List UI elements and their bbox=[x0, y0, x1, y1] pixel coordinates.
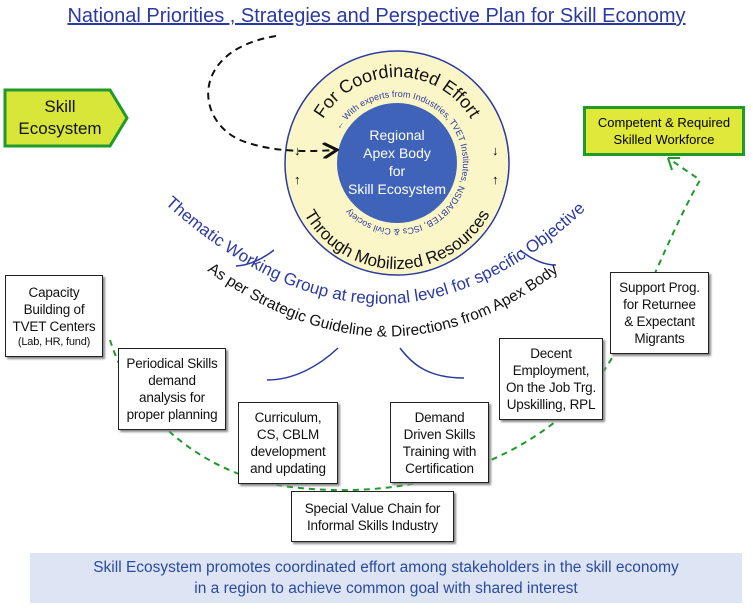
apex-line2: Apex Body bbox=[363, 145, 431, 161]
box-support-program: Support Prog. for Returnee & Expectant M… bbox=[610, 272, 709, 354]
box-capacity-text: Capacity Building of TVET Centers bbox=[12, 284, 96, 334]
box-capacity-building: Capacity Building of TVET Centers (Lab, … bbox=[5, 275, 103, 357]
arrow-up-icon: ↑ bbox=[492, 172, 499, 187]
box-capacity-subtext: (Lab, HR, fund) bbox=[17, 335, 91, 348]
apex-line4: Skill Ecosystem bbox=[348, 181, 446, 197]
apex-body-circle bbox=[337, 103, 457, 223]
arrow-up-icon: ↑ bbox=[294, 172, 301, 187]
skill-ecosystem-arrow bbox=[3, 88, 129, 148]
box-periodical: Periodical Skills demand analysis for pr… bbox=[118, 348, 226, 430]
connector-curve bbox=[266, 347, 339, 381]
apex-line1: Regional bbox=[369, 127, 424, 143]
page-title: National Priorities , Strategies and Per… bbox=[67, 5, 686, 27]
connector-curve bbox=[399, 347, 465, 379]
arrow-down-icon: ↓ bbox=[294, 143, 301, 158]
arrow-head-icon bbox=[667, 157, 680, 171]
outcome-box: Competent & Required Skilled Workforce bbox=[583, 106, 745, 156]
connector-curve bbox=[235, 249, 275, 267]
box-demand-driven: Demand Driven Skills Training with Certi… bbox=[390, 402, 489, 483]
connector-curve bbox=[519, 249, 557, 266]
box-decent-employment: Decent Employment, On the Job Trg. Upski… bbox=[499, 338, 603, 420]
summary-banner: Skill Ecosystem promotes coordinated eff… bbox=[30, 553, 742, 603]
box-curriculum: Curriculum, CS, CBLM development and upd… bbox=[238, 402, 338, 484]
arrow-down-icon: ↓ bbox=[492, 143, 499, 158]
skill-ecosystem-label: Skill Ecosystem bbox=[18, 97, 102, 138]
apex-line3: for bbox=[389, 163, 406, 179]
feedback-dashed-arrow bbox=[207, 35, 335, 151]
box-special-value-chain: Special Value Chain for Informal Skills … bbox=[291, 491, 454, 542]
